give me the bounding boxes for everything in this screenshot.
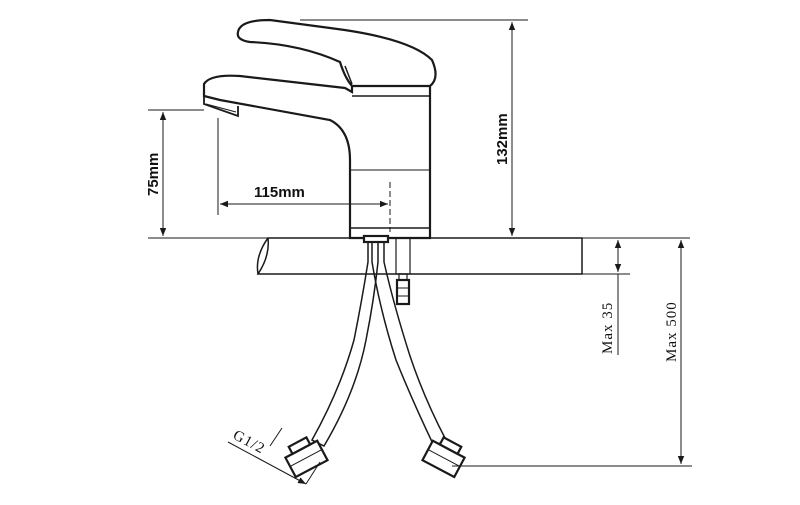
faucet-body bbox=[202, 74, 432, 240]
dimension-total-height: 132mm bbox=[300, 19, 528, 239]
hose-length-label: Max 500 bbox=[664, 301, 680, 362]
total-height-label: 132mm bbox=[494, 113, 511, 165]
spout-reach-label: 115mm bbox=[254, 184, 305, 201]
dimension-deck-thickness: Max 35 bbox=[582, 237, 690, 355]
dimension-spout-height: 75mm bbox=[145, 109, 268, 239]
deck-thickness-label: Max 35 bbox=[600, 302, 616, 354]
mounting-rod bbox=[395, 237, 411, 306]
countertop bbox=[256, 237, 583, 275]
spout-height-label: 75mm bbox=[145, 153, 162, 196]
flexible-hoses bbox=[283, 234, 467, 479]
dimension-hose-length: Max 500 bbox=[452, 240, 692, 467]
lever-handle bbox=[236, 18, 437, 88]
dimension-spout-reach: 115mm bbox=[217, 118, 388, 215]
